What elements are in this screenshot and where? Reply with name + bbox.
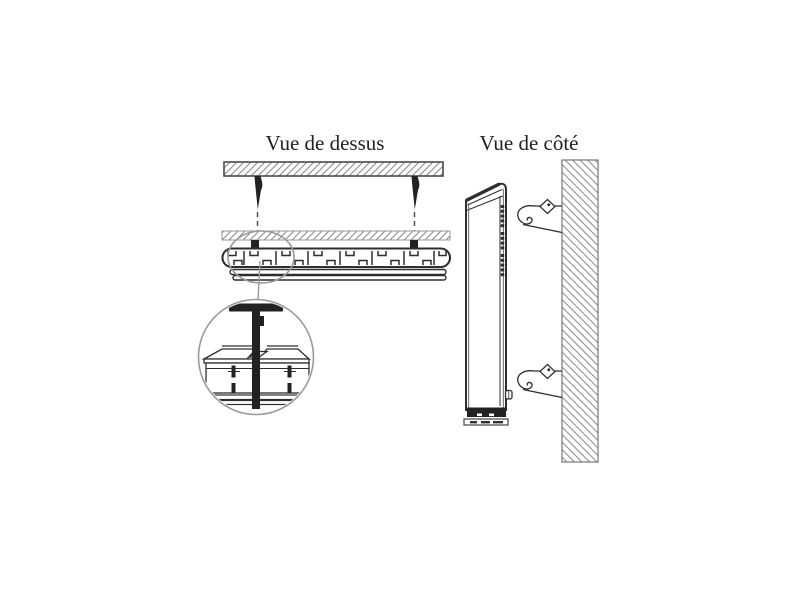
top-view: Vue de dessus <box>197 131 452 416</box>
detail-fin-plates <box>201 345 311 364</box>
radiator-top-edge <box>465 182 501 203</box>
side-view-title: Vue de côté <box>479 131 578 155</box>
fin-slot <box>433 251 447 265</box>
radiator-side <box>463 182 513 426</box>
bracket-peg-left <box>251 240 259 249</box>
radiator-back-strip <box>229 268 447 276</box>
top-view-title: Vue de dessus <box>266 131 385 155</box>
radiator-bevel-line <box>467 189 503 206</box>
wall-strip <box>221 230 451 241</box>
radiator-top-profile <box>221 247 452 281</box>
base-notch <box>489 413 494 417</box>
radiator-body <box>465 182 507 411</box>
mounting-pin-left <box>254 176 263 210</box>
mounting-pin-right <box>411 176 420 210</box>
wall-bracket-lower <box>517 363 563 399</box>
detail-pin <box>231 383 236 393</box>
radiator-base <box>467 407 506 417</box>
detail-pin <box>287 383 292 393</box>
detail-t-pin <box>229 303 283 409</box>
radiator-panel-line <box>466 195 504 211</box>
wall-bracket-upper <box>517 198 563 234</box>
wall-top-bar <box>223 161 444 177</box>
detail-source-circle <box>227 230 295 284</box>
foot-marks <box>470 421 503 424</box>
radiator-back-strip <box>232 274 447 281</box>
fin-slot <box>233 259 243 265</box>
side-view: Vue de côté <box>463 131 599 463</box>
base-notch <box>477 413 482 417</box>
wall-side <box>561 159 599 463</box>
radiator-grille-ticks <box>500 205 505 277</box>
bracket-peg-right <box>410 240 418 249</box>
detail-leader-line <box>257 260 261 301</box>
detail-zoom-content <box>201 303 311 409</box>
